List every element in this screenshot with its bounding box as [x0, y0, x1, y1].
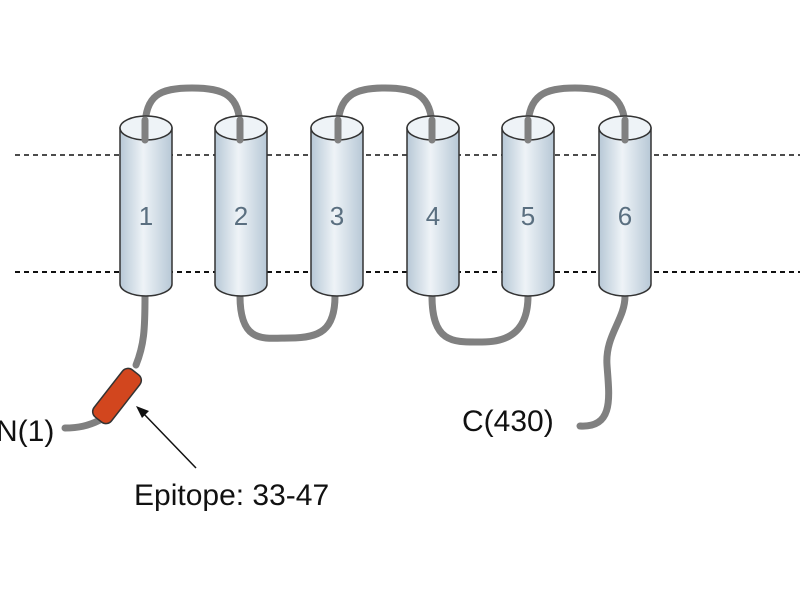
- c-terminal-tail: [576, 292, 629, 430]
- intracellular-loop-4-5: [428, 292, 532, 346]
- helix-3: 3: [310, 115, 364, 297]
- epitope-label: Epitope: 33-47: [134, 479, 329, 512]
- helix-2: 2: [214, 115, 268, 297]
- helix-4-number: 4: [426, 201, 440, 231]
- n-terminal-tail-end: [61, 416, 104, 432]
- helices: 1 2 3 4: [119, 115, 652, 297]
- helix-1: 1: [119, 115, 173, 297]
- intracellular-loop-2-3: [236, 292, 339, 342]
- helix-6-number: 6: [618, 201, 632, 231]
- helix-5-number: 5: [521, 201, 535, 231]
- helix-4: 4: [406, 115, 460, 297]
- helix-6: 6: [598, 115, 652, 297]
- loops: [61, 84, 629, 432]
- n-terminal-tail: [132, 292, 149, 369]
- epitope-marker: [91, 367, 143, 425]
- helix-5: 5: [501, 115, 555, 297]
- extracellular-loop-1-2: [141, 84, 244, 132]
- extracellular-loop-3-4: [334, 84, 436, 132]
- helix-3-number: 3: [330, 201, 344, 231]
- epitope-pointer: [136, 406, 197, 469]
- c-terminus-label: C(430): [462, 405, 554, 438]
- helix-2-number: 2: [234, 201, 248, 231]
- helix-1-number: 1: [139, 201, 153, 231]
- n-terminus-label: N(1): [0, 415, 54, 448]
- extracellular-loop-5-6: [524, 84, 629, 132]
